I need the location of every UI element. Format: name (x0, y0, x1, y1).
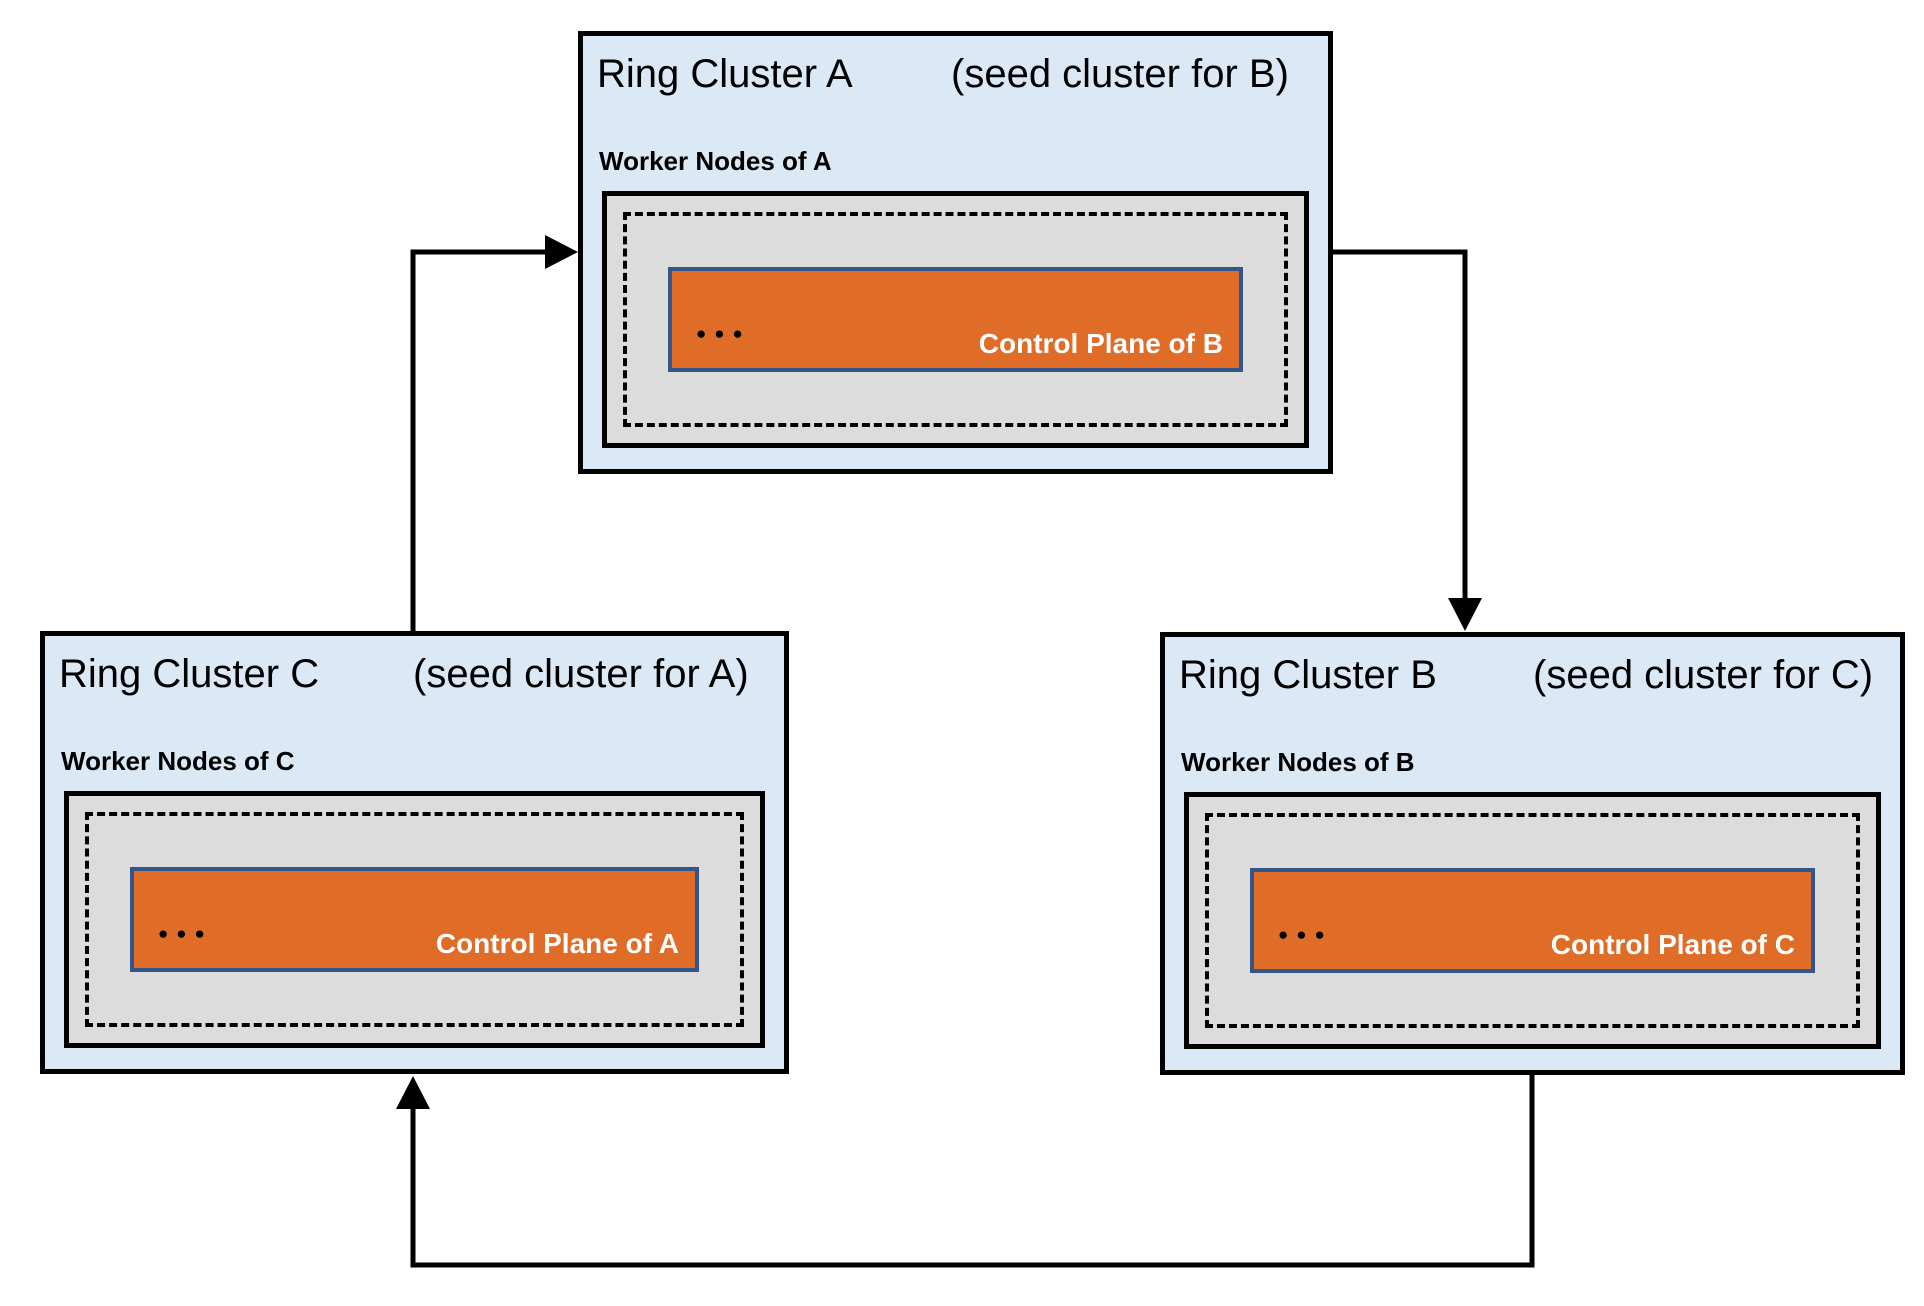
cluster-b-dashed-zone: ●●● Control Plane of C (1205, 813, 1860, 1028)
control-plane-of-c-label: Control Plane of C (1550, 929, 1795, 960)
control-plane-of-b-box: ●●● Control Plane of B (668, 267, 1243, 372)
cluster-a-name: Ring Cluster A (597, 52, 853, 96)
control-plane-of-a-label: Control Plane of A (435, 928, 679, 959)
control-plane-of-a-box: ●●● Control Plane of A (130, 867, 699, 972)
arrow-a-to-b (1333, 249, 1482, 631)
arrow-b-to-c (396, 1075, 1535, 1268)
cluster-b-title: Ring Cluster B (seed cluster for C) (1165, 649, 1900, 701)
cluster-c-dashed-zone: ●●● Control Plane of A (85, 812, 744, 1027)
ellipsis-dots: ●●● (696, 324, 751, 343)
ellipsis-dots: ●●● (1278, 925, 1333, 944)
cluster-c-name: Ring Cluster C (59, 652, 320, 696)
cluster-c-title: Ring Cluster C (seed cluster for A) (45, 648, 784, 700)
cluster-a-seed-note: (seed cluster for B) (951, 52, 1289, 96)
control-plane-of-c-box: ●●● Control Plane of C (1250, 868, 1815, 973)
cluster-c-worker-pool: ●●● Control Plane of A (64, 791, 765, 1048)
control-plane-of-b-label: Control Plane of B (978, 328, 1223, 359)
cluster-b-seed-note: (seed cluster for C) (1533, 653, 1874, 697)
cluster-b-box: Ring Cluster B (seed cluster for C) Work… (1160, 632, 1905, 1075)
cluster-a-dashed-zone: ●●● Control Plane of B (623, 212, 1288, 427)
cluster-a-box: Ring Cluster A (seed cluster for B) Work… (578, 31, 1333, 474)
cluster-b-worker-label: Worker Nodes of B (1181, 747, 1415, 777)
ellipsis-dots: ●●● (158, 924, 213, 943)
cluster-c-box: Ring Cluster C (seed cluster for A) Work… (40, 631, 789, 1074)
cluster-a-title: Ring Cluster A (seed cluster for B) (583, 48, 1328, 100)
arrow-c-to-a (410, 235, 578, 631)
cluster-b-worker-pool: ●●● Control Plane of C (1184, 792, 1881, 1049)
cluster-a-worker-pool: ●●● Control Plane of B (602, 191, 1309, 448)
cluster-c-worker-label: Worker Nodes of C (61, 746, 295, 776)
cluster-b-name: Ring Cluster B (1179, 653, 1437, 697)
cluster-a-worker-label: Worker Nodes of A (599, 146, 832, 176)
cluster-c-seed-note: (seed cluster for A) (413, 652, 749, 696)
